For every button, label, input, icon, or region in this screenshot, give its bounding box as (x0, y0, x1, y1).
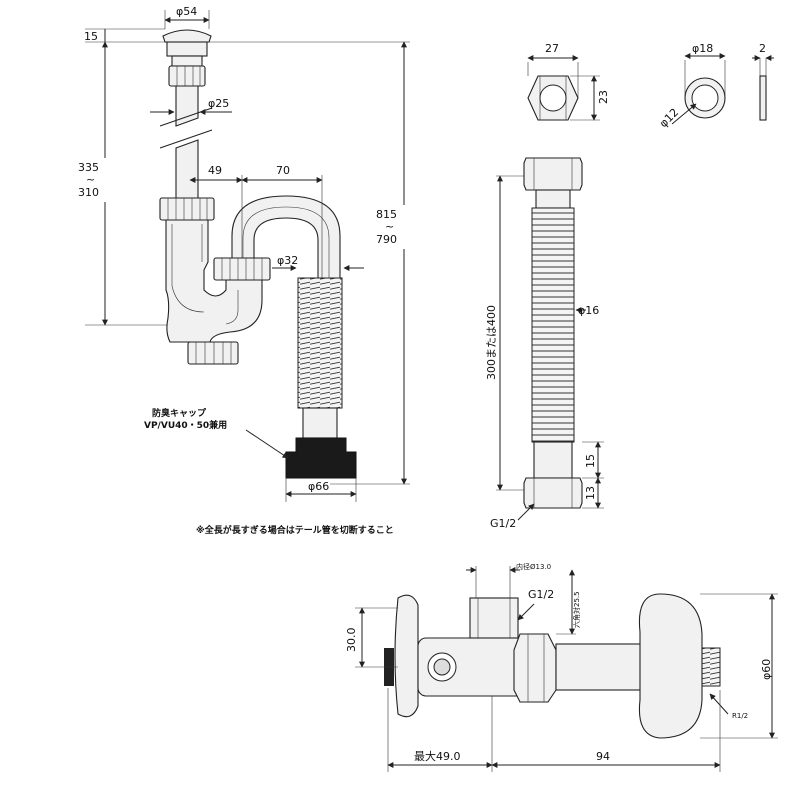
dim-hose-diameter-flex: φ16 (578, 304, 599, 317)
corrugated-drain-hose (297, 277, 343, 409)
tail-pipe (175, 85, 199, 127)
dim-washer-thickness: 2 (759, 42, 766, 55)
hose-top-nut (523, 157, 583, 191)
dim-lower-13: 13 (584, 486, 597, 500)
dim-total-sep: ~ (385, 220, 394, 233)
dim-washer-outer: φ18 (692, 42, 713, 55)
thread-r-label: R1/2 (732, 712, 748, 720)
outlet-nut (213, 257, 271, 281)
lock-nut (168, 65, 206, 87)
dim-cap-diameter: φ66 (308, 480, 329, 493)
dim-height-range-top: 335 (78, 161, 99, 174)
dim-height-30: 30.0 (345, 628, 358, 653)
dim-max-length: 最大49.0 (414, 749, 461, 763)
footnote: ※全長が長すぎる場合はテール管を切断すること (196, 524, 394, 536)
dim-cap-height: 15 (84, 30, 98, 43)
hose-bend (231, 195, 341, 279)
dim-washer-inner: φ12 (657, 106, 681, 130)
valve-thread-label: G1/2 (528, 588, 554, 601)
s-trap-drawing: φ54 15 335 ~ 310 φ25 (70, 5, 410, 536)
dim-top-diameter: φ54 (176, 5, 197, 18)
cap-label-line2: VP/VU40・50兼用 (144, 419, 227, 431)
dim-offset-70: 70 (276, 164, 290, 177)
dim-total-bottom: 790 (376, 233, 397, 246)
dim-hose-length: 300または400 (485, 305, 498, 380)
dim-nut-height: 23 (597, 90, 610, 104)
dim-hex-width: 六角対25.5 (572, 591, 581, 628)
dim-flange-diameter: φ60 (760, 659, 773, 680)
cap-label-line1: 防臭キャップ (152, 407, 207, 419)
angle-valve-drawing: 内径Ø13.0 六角対25.5 G1/2 30.0 φ60 R1/2 最大49.… (345, 562, 778, 772)
dim-lower-15: 15 (584, 454, 597, 468)
dim-tailpipe-diameter: φ25 (208, 97, 229, 110)
dim-hose-diameter: φ32 (277, 254, 298, 267)
dim-height-range-sep: ~ (86, 173, 95, 186)
flex-hose-drawing: 27 23 φ18 φ12 2 (483, 42, 774, 530)
hose-lower-fitting (533, 441, 573, 479)
trap-nut (159, 197, 215, 221)
cleanout-nut (187, 341, 239, 365)
left-escutcheon (394, 594, 419, 718)
wall-flange (638, 593, 703, 739)
dim-length-94: 94 (596, 750, 610, 763)
dim-total-top: 815 (376, 208, 397, 221)
dim-inner-diameter: 内径Ø13.0 (516, 562, 551, 571)
dim-height-range-bottom: 310 (78, 186, 99, 199)
dim-offset-49: 49 (208, 164, 222, 177)
dim-nut-width: 27 (545, 42, 559, 55)
flex-hose-body (531, 207, 575, 443)
drain-cap (162, 29, 212, 43)
hose-thread-label: G1/2 (490, 517, 516, 530)
washer-side (759, 75, 767, 121)
odor-cap (285, 437, 357, 479)
top-outlet (469, 597, 519, 639)
hose-bottom-nut (523, 477, 583, 509)
